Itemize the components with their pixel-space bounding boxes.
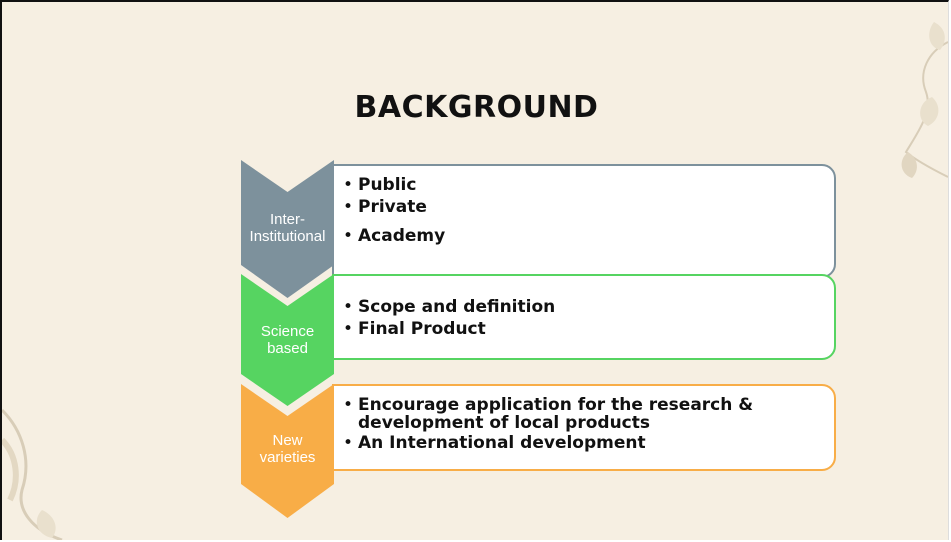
list-item: Encourage application for the research &… bbox=[334, 396, 814, 432]
list-item: Final Product bbox=[334, 320, 834, 340]
chevron-label-line1: Science bbox=[260, 323, 315, 340]
floral-ornament-top-right-icon bbox=[901, 22, 948, 178]
list-item: Academy bbox=[334, 227, 834, 247]
chevron-label-line1: Inter- bbox=[269, 211, 305, 228]
list-item: An International development bbox=[334, 434, 814, 454]
chevron-gray-icon bbox=[241, 160, 334, 298]
floral-ornament-bottom-left-icon bbox=[2, 408, 63, 540]
chevron-label-science-based: Science based bbox=[241, 323, 334, 357]
chevron-label-line1: New bbox=[272, 432, 303, 449]
chevron-label-line2: based bbox=[267, 340, 308, 357]
list-item: Public bbox=[334, 176, 834, 196]
chevron-orange-icon bbox=[241, 384, 334, 518]
chevron-label-line2: varieties bbox=[259, 449, 316, 466]
list-item: Private bbox=[334, 198, 834, 218]
chevron-green-icon bbox=[241, 274, 334, 406]
chevron-label-new-varieties: New varieties bbox=[241, 432, 334, 466]
slide-title: BACKGROUND bbox=[354, 90, 599, 125]
list-item: Scope and definition bbox=[334, 298, 834, 318]
content-box-inter-institutional: Public Private Academy bbox=[332, 164, 836, 278]
chevron-label-inter-institutional: Inter- Institutional bbox=[241, 211, 334, 245]
content-box-new-varieties: Encourage application for the research &… bbox=[332, 384, 836, 471]
content-box-science-based: Scope and definition Final Product bbox=[332, 274, 836, 360]
chevron-label-line2: Institutional bbox=[249, 228, 326, 245]
